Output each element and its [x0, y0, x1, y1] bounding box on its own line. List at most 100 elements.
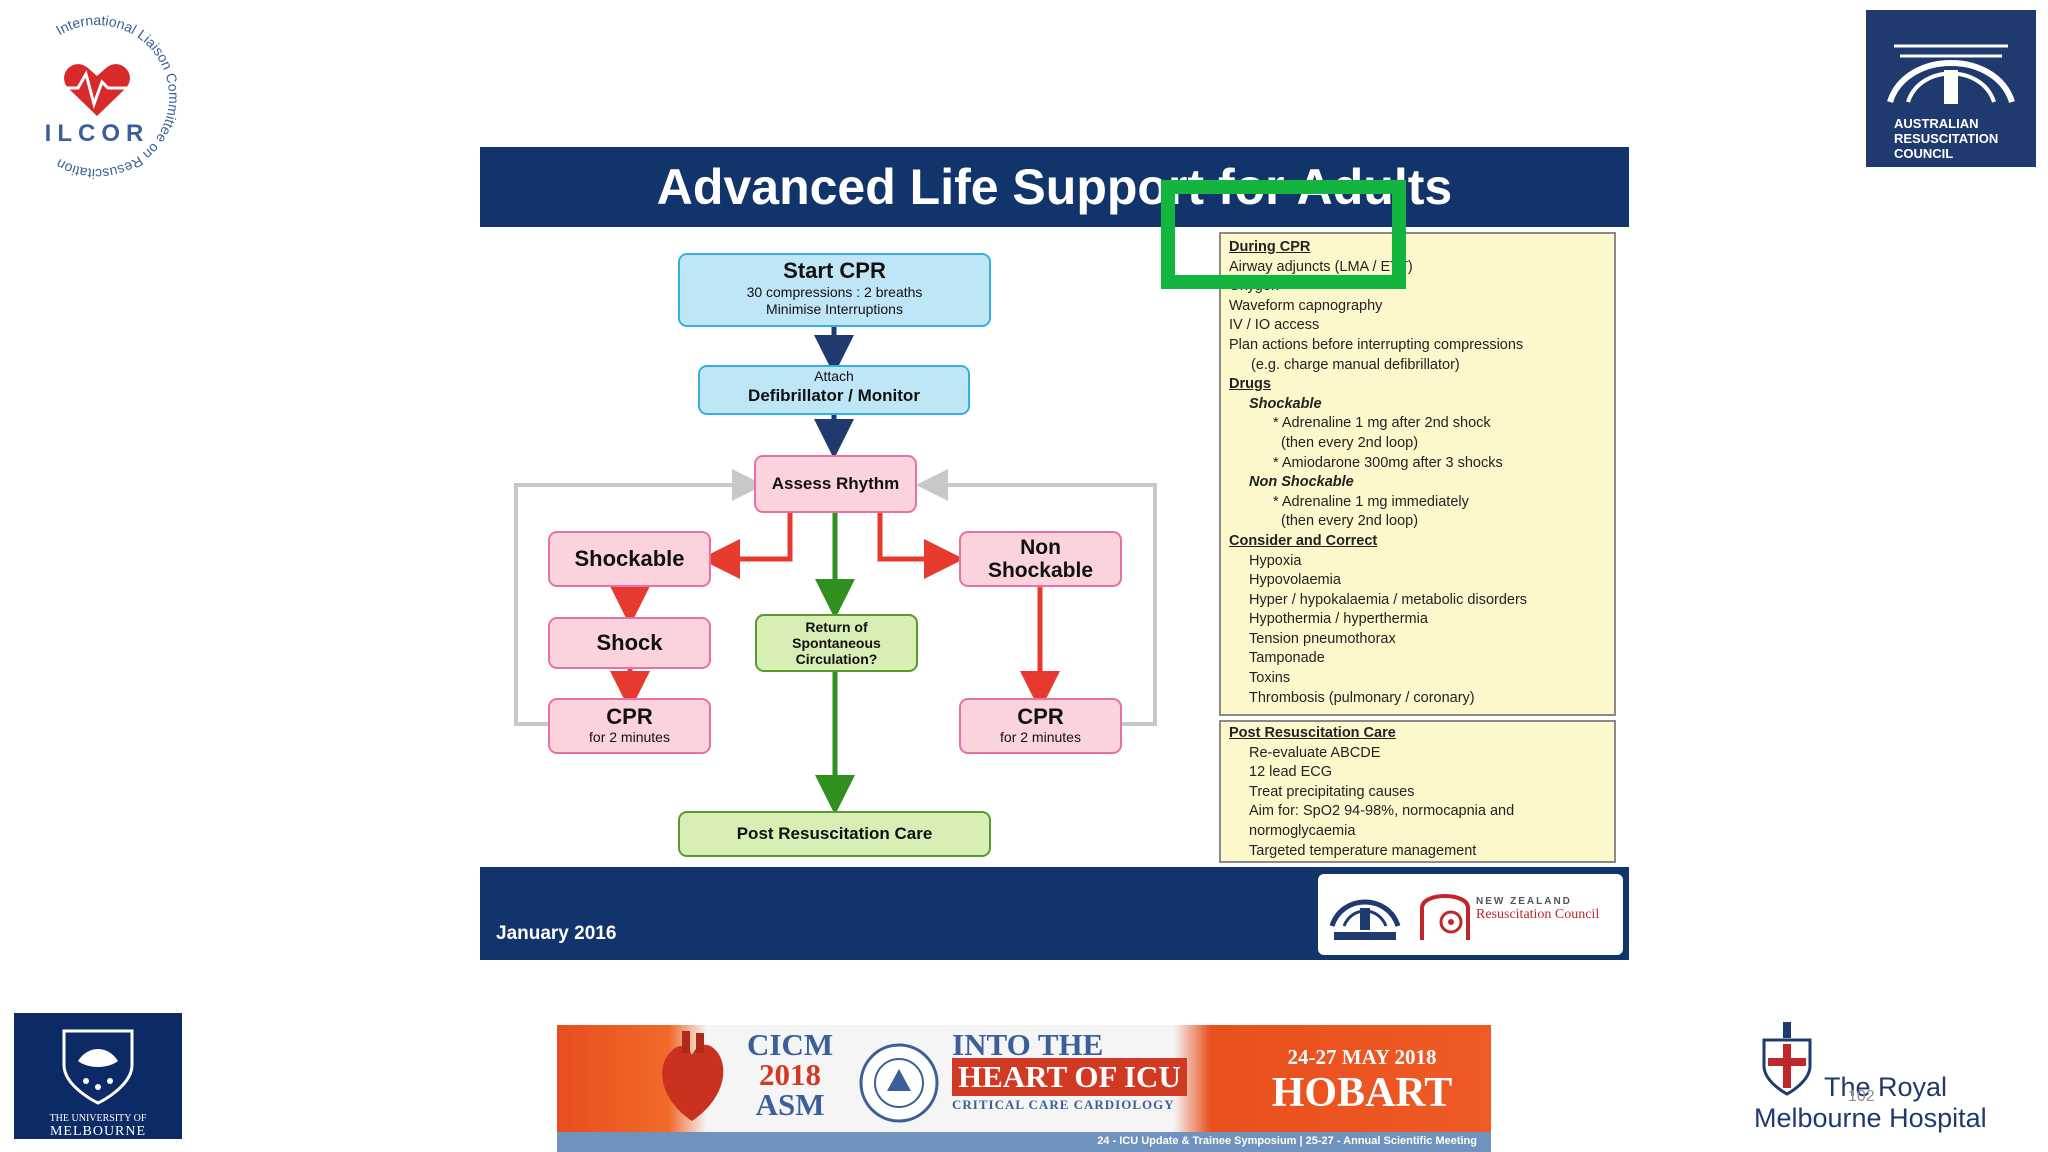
drugs-heading: Drugs: [1229, 376, 1271, 393]
panel-line: Targeted temperature management: [1249, 842, 1477, 859]
banner-heart-of-icu: HEART OF ICU: [952, 1058, 1187, 1096]
rosc-box: Return of Spontaneous Circulation?: [755, 614, 918, 672]
shockable-box: Shockable: [548, 531, 711, 587]
shock-label: Shock: [596, 630, 663, 655]
panel-line: Hypovolaemia: [1249, 572, 1341, 589]
panel-line: Tension pneumothorax: [1249, 630, 1396, 647]
rosc-label: Return of: [805, 619, 868, 635]
nz-council-logo: [1420, 894, 1470, 940]
panel-line: Hypoxia: [1249, 552, 1302, 569]
arc-mini-logo: [1329, 899, 1401, 940]
post-resus-label: Post Resuscitation Care: [736, 824, 933, 843]
banner-cicm: CICM: [747, 1027, 834, 1062]
panel-line: 12 lead ECG: [1249, 764, 1333, 781]
banner-into: INTO THE: [952, 1027, 1104, 1062]
panel-line: Hyper / hypokalaemia / metabolic disorde…: [1249, 591, 1528, 608]
shock-box: Shock: [548, 617, 711, 669]
panel-line: (then every 2nd loop): [1281, 513, 1419, 530]
loop-arrow-left: [514, 469, 764, 726]
crest-icon: [62, 1029, 134, 1105]
panel-line: Re-evaluate ABCDE: [1249, 744, 1381, 761]
panel-line: * Adrenaline 1 mg after 2nd shock: [1273, 415, 1491, 432]
loop-arrow-right: [916, 469, 1157, 726]
arc-text-line: AUSTRALIAN: [1894, 116, 1979, 131]
banner-city: HOBART: [1271, 1070, 1453, 1116]
arrow-assess-to-shockable: [700, 513, 793, 579]
slide: Advanced Life Support for Adults Start C…: [480, 147, 1629, 960]
attach-title: Defibrillator / Monitor: [748, 386, 920, 405]
cpr-left-box: CPR for 2 minutes: [548, 698, 711, 754]
unimelb-logo: THE UNIVERSITY OF MELBOURNE: [14, 1013, 182, 1139]
ilcor-letters: ILCOR: [45, 120, 150, 147]
arc-text-line: RESUSCITATION: [1894, 131, 1999, 146]
cpr-right-sub: for 2 minutes: [1000, 729, 1081, 745]
cpr-right-title: CPR: [1017, 704, 1064, 729]
unimelb-text-line: THE UNIVERSITY OF: [49, 1113, 147, 1124]
post-resus-box: Post Resuscitation Care: [678, 811, 991, 857]
cicm-seal-icon: [859, 1043, 939, 1123]
start-cpr-box: Start CPR 30 compressions : 2 breaths Mi…: [678, 253, 991, 327]
non-shockable-label: Non: [1020, 536, 1061, 559]
rosc-label: Spontaneous: [792, 635, 881, 651]
page-number: 102: [1848, 1088, 1875, 1105]
panel-line: normoglycaemia: [1249, 822, 1356, 839]
rmh-logo: The Royal Melbourne Hospital: [1750, 1020, 2020, 1140]
ilcor-ring-text: International Liaison Committee on Resus…: [53, 12, 182, 182]
panel-line: Airway adjuncts (LMA / ETT): [1229, 258, 1413, 275]
nz-text-line: Resuscitation Council: [1476, 907, 1600, 922]
arc-logo: AUSTRALIAN RESUSCITATION COUNCIL: [1866, 10, 2036, 167]
footer-date: January 2016: [496, 923, 617, 944]
cpr-right-box: CPR for 2 minutes: [959, 698, 1122, 754]
banner-year: 2018: [759, 1057, 822, 1092]
banner-strip-text: 24 - ICU Update & Trainee Symposium | 25…: [1097, 1135, 1477, 1147]
during-cpr-heading: During CPR: [1229, 239, 1311, 255]
highlight-box: [1161, 180, 1406, 289]
conference-banner: CICM 2018 ASM INTO THE HEART OF ICU CRIT…: [557, 1025, 1491, 1152]
panel-line: Tamponade: [1249, 650, 1325, 667]
panel-line: Thrombosis (pulmonary / coronary): [1249, 689, 1475, 706]
panel-line: (then every 2nd loop): [1281, 434, 1419, 451]
unimelb-text-line: MELBOURNE: [49, 1124, 147, 1139]
banner-asm: ASM: [755, 1087, 825, 1122]
panel-line: (e.g. charge manual defibrillator): [1251, 356, 1460, 373]
panel-line: Waveform capnography: [1229, 297, 1383, 314]
shockable-subheading: Shockable: [1249, 395, 1322, 412]
panel-line: Plan actions before interrupting compres…: [1229, 336, 1524, 353]
non-shockable-subheading: Non Shockable: [1249, 474, 1354, 491]
during-cpr-panel: During CPR Airway adjuncts (LMA / ETT) O…: [1219, 232, 1616, 716]
panel-line: IV / IO access: [1229, 317, 1320, 334]
heart-icon: [64, 64, 130, 116]
slide-header: [480, 147, 1629, 227]
banner-date: 24-27 MAY 2018: [1287, 1045, 1437, 1069]
footer-logos: NEW ZEALAND Resuscitation Council: [1318, 874, 1623, 955]
post-resus-heading: Post Resuscitation Care: [1229, 725, 1396, 741]
consider-heading: Consider and Correct: [1229, 532, 1378, 549]
attach-label: Attach: [814, 368, 854, 384]
ilcor-logo: International Liaison Committee on Resus…: [8, 8, 186, 186]
arc-text-line: COUNCIL: [1894, 146, 1954, 161]
rmh-crest-icon: [1762, 1022, 1812, 1096]
rmh-text-line: The Royal: [1824, 1072, 1948, 1102]
non-shockable-label: Shockable: [987, 559, 1094, 582]
assess-rhythm-box: Assess Rhythm: [754, 455, 917, 513]
banner-cardiology: CRITICAL CARE CARDIOLOGY: [952, 1097, 1175, 1112]
panel-line: Treat precipitating causes: [1249, 783, 1415, 800]
rmh-text-line: Melbourne Hospital: [1754, 1103, 1987, 1133]
arrow-assess-to-nonshockable: [877, 513, 964, 579]
cpr-left-sub: for 2 minutes: [589, 729, 670, 745]
shockable-label: Shockable: [574, 546, 685, 571]
panel-line: Aim for: SpO2 94-98%, normocapnia and: [1249, 803, 1515, 820]
assess-rhythm-label: Assess Rhythm: [771, 474, 900, 493]
nz-text-line: NEW ZEALAND: [1476, 896, 1572, 907]
panel-line: * Amiodarone 300mg after 3 shocks: [1273, 454, 1503, 471]
panel-line: * Adrenaline 1 mg immediately: [1273, 493, 1469, 510]
start-cpr-line: Minimise Interruptions: [766, 301, 903, 317]
flow-arrows: [514, 327, 1157, 815]
rosc-label: Circulation?: [795, 651, 878, 667]
panel-line: Toxins: [1249, 670, 1291, 687]
banner-strip: [557, 1132, 1491, 1152]
panel-line: Hypothermia / hyperthermia: [1249, 611, 1428, 628]
start-cpr-title: Start CPR: [783, 258, 886, 283]
post-resus-panel: Post Resuscitation Care Re-evaluate ABCD…: [1219, 720, 1616, 863]
heart-organ-icon: [662, 1031, 724, 1121]
